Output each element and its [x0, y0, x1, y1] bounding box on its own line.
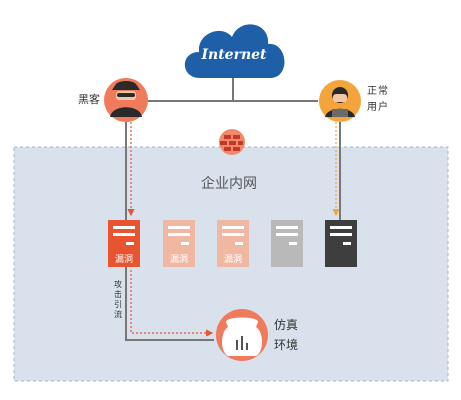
honeypot-jar-icon	[222, 317, 262, 356]
honeypot-label-1: 仿真	[274, 318, 298, 332]
intranet-label: 企业内网	[201, 175, 257, 192]
user-label-2: 常	[378, 84, 388, 97]
diversion-label-1: 攻	[114, 279, 122, 289]
hacker-path-line	[125, 122, 214, 341]
internet-cloud	[184, 24, 285, 79]
server-2-label: 漏洞	[170, 253, 188, 265]
server-1-label: 漏洞	[115, 253, 133, 265]
user-icon	[325, 87, 355, 117]
server-2	[163, 220, 195, 267]
server-1	[108, 220, 140, 267]
diversion-arrow	[130, 270, 214, 337]
diversion-label-2: 击	[114, 289, 122, 299]
user-label-1: 正	[367, 86, 377, 97]
hacker-icon	[110, 81, 142, 117]
honeypot-label-2: 环境	[274, 337, 298, 352]
server-4	[271, 220, 303, 267]
diversion-label-3: 引	[114, 300, 122, 309]
hacker-label-2: 客	[89, 92, 100, 106]
firewall-icon	[220, 135, 243, 151]
user-label-4: 户	[378, 100, 388, 113]
server-3-label: 漏洞	[224, 253, 242, 265]
internet-label: Internet	[200, 47, 267, 63]
hacker-label-1: 黑	[78, 93, 89, 106]
server-3	[217, 220, 249, 267]
diversion-label-4: 流	[114, 309, 122, 319]
server-5	[325, 220, 357, 267]
user-label-3: 用	[367, 102, 377, 113]
